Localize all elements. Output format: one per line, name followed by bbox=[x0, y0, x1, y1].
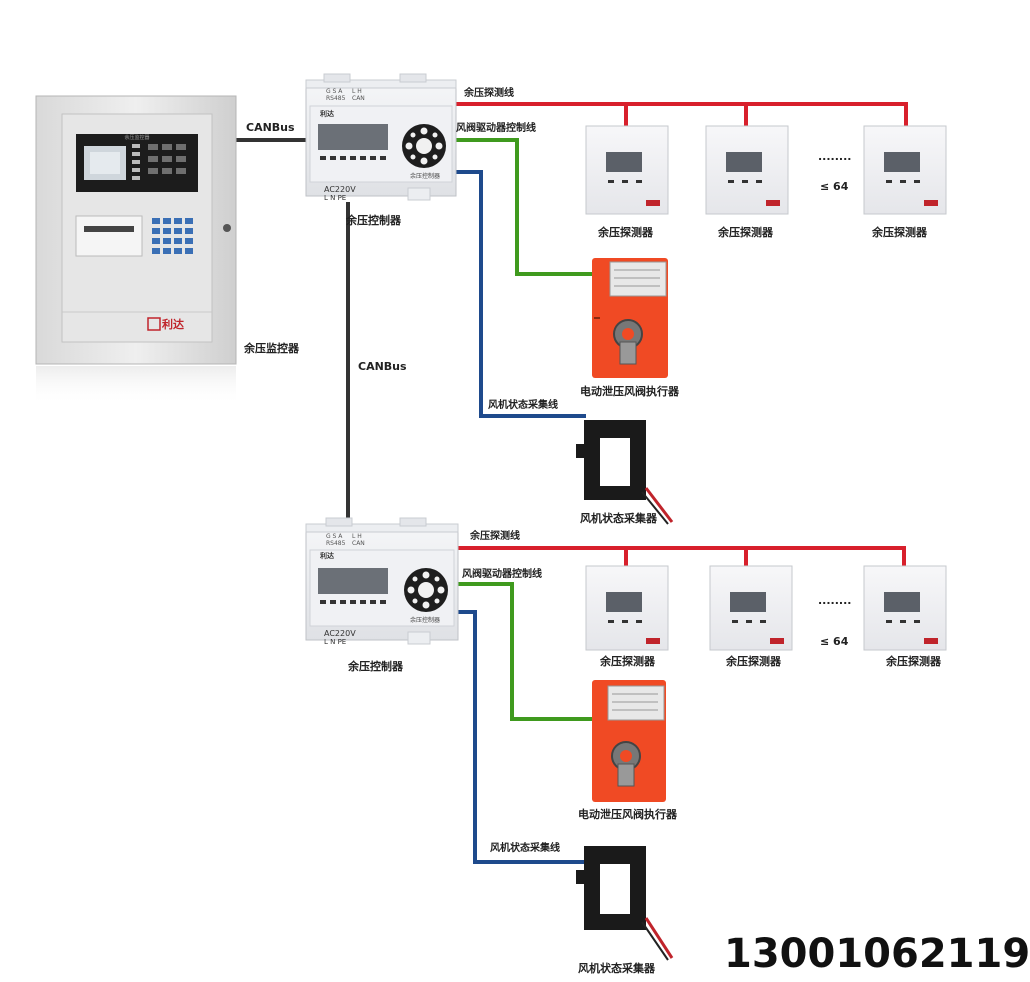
controller-1-buttons bbox=[320, 156, 386, 160]
detector-2-2-label: 余压探测器 bbox=[726, 655, 781, 668]
detector-2-1-label: 余压探测器 bbox=[600, 655, 655, 668]
controller-2-brand: 利达 bbox=[320, 551, 334, 560]
monitor-keypad bbox=[152, 218, 193, 254]
collector-1-label: 风机状态采集器 bbox=[580, 512, 657, 525]
monitor-screen-title: 余压监控器 bbox=[124, 134, 149, 141]
controller-1-brand: 利达 bbox=[320, 109, 334, 118]
pressure-monitor: 余压监控器 利达 bbox=[35, 95, 237, 406]
detect-line-wire-2 bbox=[456, 546, 906, 568]
detectors-group-2 bbox=[585, 565, 947, 651]
controller-2-panel-name: 余压控制器 bbox=[410, 616, 440, 624]
controller-2-voltage: AC220V bbox=[324, 629, 356, 638]
canbus-vertical-label: CANBus bbox=[358, 360, 407, 373]
fan-line-wire-1 bbox=[454, 170, 586, 418]
collector-1 bbox=[576, 420, 674, 525]
actuator-2-label: 电动泄压风阀执行器 bbox=[578, 808, 677, 821]
controller-1-terminals-lh: L H bbox=[352, 88, 362, 95]
contact-phone-number: 13001062119 bbox=[724, 931, 1030, 977]
lock-icon bbox=[223, 224, 231, 232]
actuator-1 bbox=[592, 258, 668, 378]
fan-status-line-label-2: 风机状态采集线 bbox=[490, 843, 560, 854]
actuator-2 bbox=[592, 680, 666, 802]
detector-2-2 bbox=[709, 565, 793, 651]
controller-1-terminals-can: CAN bbox=[352, 95, 365, 102]
actuator-1-label: 电动泄压风阀执行器 bbox=[580, 385, 679, 398]
detector-1-3 bbox=[863, 125, 947, 215]
wiring bbox=[234, 102, 908, 864]
max-count-2: ≤ 64 bbox=[820, 635, 849, 648]
ellipsis-2: ........ bbox=[818, 594, 852, 607]
damper-control-line-label-1: 风阀驱动器控制线 bbox=[456, 123, 536, 134]
controller-1-panel-name: 余压控制器 bbox=[410, 172, 440, 180]
controller-1-terminals-top: G S A bbox=[326, 88, 343, 95]
controller-2: G S A RS485 L H CAN 利达 余压控制器 AC220V L N … bbox=[305, 517, 459, 646]
detect-line-label-1: 余压探测线 bbox=[464, 88, 514, 99]
monitor-label: 余压监控器 bbox=[244, 342, 299, 355]
controller-2-screen bbox=[318, 568, 388, 594]
controller-1-power-terminals: L N PE bbox=[324, 194, 346, 202]
controller-2-buttons bbox=[320, 600, 386, 604]
collector-2 bbox=[576, 846, 674, 961]
monitor-led-column bbox=[132, 144, 140, 180]
controller-2-terminals-rs485: RS485 bbox=[326, 540, 346, 547]
fan-status-line-label-1: 风机状态采集线 bbox=[488, 400, 558, 411]
ellipsis-1: ........ bbox=[818, 150, 852, 163]
controller-1: G S A RS485 L H CAN 利达 余压控制器 AC220V L N … bbox=[305, 73, 457, 202]
controller-2-power-terminals: L N PE bbox=[324, 638, 346, 646]
detector-1-2-label: 余压探测器 bbox=[718, 226, 773, 239]
detector-1-1-label: 余压探测器 bbox=[598, 226, 653, 239]
max-count-1: ≤ 64 bbox=[820, 180, 849, 193]
damper-line-wire-2 bbox=[456, 582, 594, 721]
controller-1-voltage: AC220V bbox=[324, 185, 356, 194]
detector-2-1 bbox=[585, 565, 669, 651]
controller-2-terminals-lh: L H bbox=[352, 533, 362, 540]
system-diagram: 余压监控器 利达 G S A RS485 L H CAN 利达 bbox=[35, 73, 947, 961]
detector-1-1 bbox=[585, 125, 669, 215]
controller-1-screen bbox=[318, 124, 388, 150]
monitor-brand: 利达 bbox=[162, 317, 184, 331]
monitor-button-grid bbox=[148, 144, 186, 174]
controller-1-label: 余压控制器 bbox=[346, 214, 401, 227]
controller-1-terminals-rs485: RS485 bbox=[326, 95, 346, 102]
detector-1-2 bbox=[705, 125, 789, 215]
controller-2-label: 余压控制器 bbox=[348, 660, 403, 673]
canbus-top-label: CANBus bbox=[246, 121, 295, 134]
detect-line-wire-1 bbox=[454, 102, 908, 126]
detect-line-label-2: 余压探测线 bbox=[470, 531, 520, 542]
detector-2-3 bbox=[863, 565, 947, 651]
collector-2-label: 风机状态采集器 bbox=[578, 962, 655, 975]
controller-2-terminals-top: G S A bbox=[326, 533, 343, 540]
detector-1-3-label: 余压探测器 bbox=[872, 226, 927, 239]
damper-control-line-label-2: 风阀驱动器控制线 bbox=[462, 569, 542, 580]
controller-2-terminals-can: CAN bbox=[352, 540, 365, 547]
damper-line-wire-1 bbox=[454, 138, 594, 276]
detector-2-3-label: 余压探测器 bbox=[886, 655, 941, 668]
monitor-logo-box bbox=[147, 317, 161, 331]
fan-line-wire-2 bbox=[456, 610, 584, 864]
detectors-group-1 bbox=[585, 125, 947, 215]
